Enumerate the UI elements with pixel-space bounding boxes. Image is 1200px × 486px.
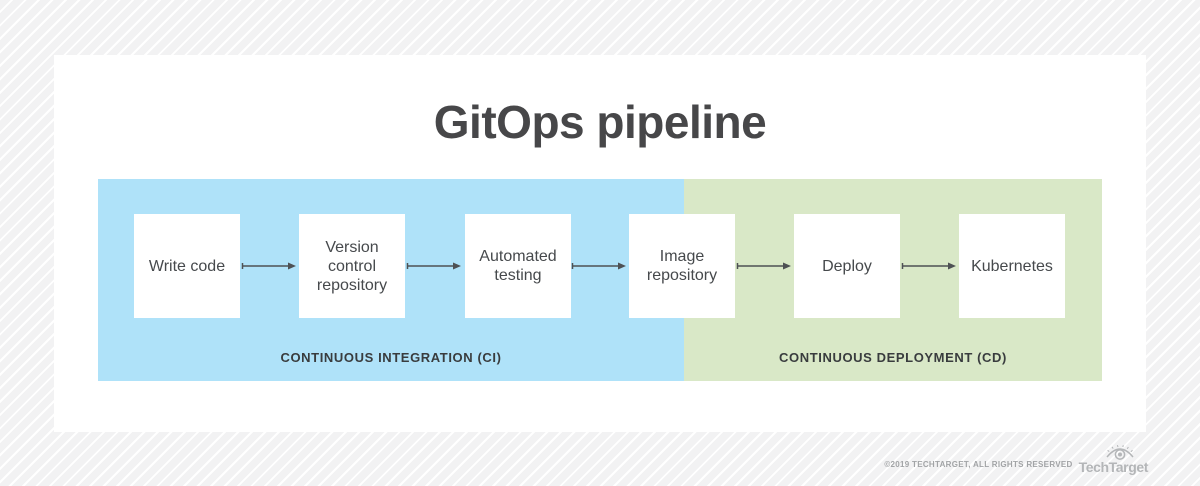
stage-label: Kubernetes <box>971 257 1053 275</box>
stage-label: Deploy <box>822 257 872 275</box>
stage-version-control-repository: Version control repository <box>299 214 405 318</box>
stage-label: Write code <box>148 257 226 275</box>
cd-section-label: CONTINUOUS DEPLOYMENT (CD) <box>779 350 1007 365</box>
stage-kubernetes: Kubernetes <box>959 214 1065 318</box>
arrow-icon <box>406 262 461 270</box>
footer: ©2019 TECHTARGET, ALL RIGHTS RESERVED Te… <box>884 444 1148 475</box>
diagram-card: GitOps pipeline Write code Version contr… <box>54 55 1146 432</box>
ci-section-label: CONTINUOUS INTEGRATION (CI) <box>280 350 502 365</box>
stage-deploy: Deploy <box>794 214 900 318</box>
stage-label: Image repository <box>646 248 718 284</box>
techtarget-brand-text: TechTarget <box>1078 459 1149 475</box>
arrow-icon <box>241 262 296 270</box>
arrow-icon <box>736 262 791 270</box>
copyright-text: ©2019 TECHTARGET, ALL RIGHTS RESERVED <box>884 460 1073 469</box>
arrow-icon <box>571 262 626 270</box>
page-title: GitOps pipeline <box>433 96 767 148</box>
stage-write-code: Write code <box>134 214 240 318</box>
techtarget-eye-icon <box>1105 444 1135 460</box>
pipeline-band: Write code Version control repository Au… <box>98 179 1102 381</box>
techtarget-logo: TechTarget <box>1079 444 1148 475</box>
stage-label: Automated testing <box>479 248 557 284</box>
stage-label: Version control repository <box>316 238 388 294</box>
arrow-icon <box>901 262 956 270</box>
stage-automated-testing: Automated testing <box>465 214 571 318</box>
stage-image-repository: Image repository <box>629 214 735 318</box>
